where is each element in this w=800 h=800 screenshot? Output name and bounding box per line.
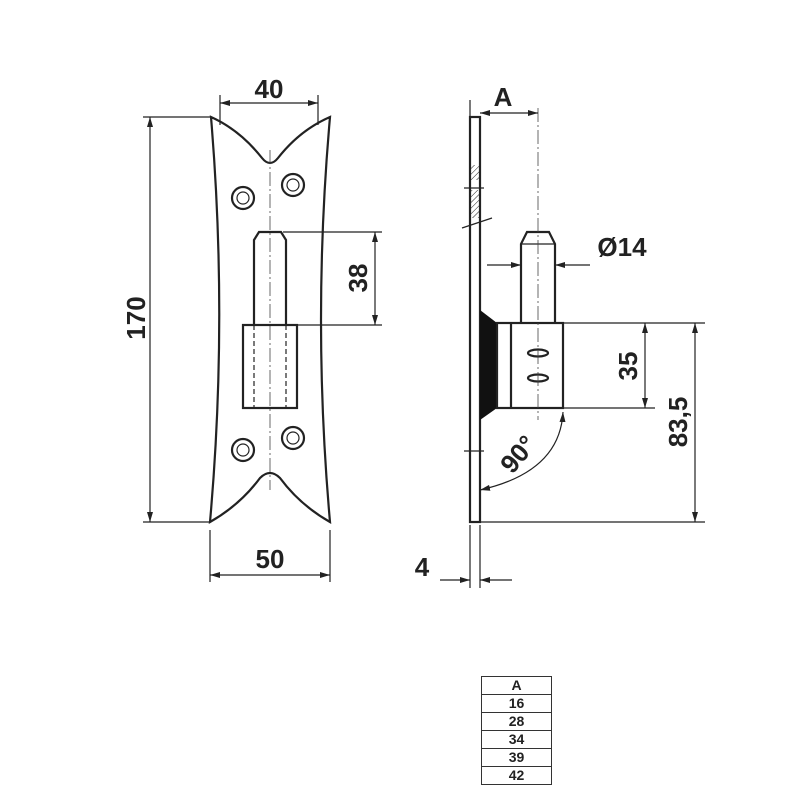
table-cell: 28 <box>481 712 552 731</box>
table-header: A <box>481 676 552 695</box>
weld <box>480 310 497 420</box>
dim-pin-length: 38 <box>343 264 373 293</box>
dim-angle: 90° <box>494 430 542 479</box>
dim-height: 170 <box>121 296 151 339</box>
side-view <box>461 108 565 524</box>
dim-bottom-width: 50 <box>256 544 285 574</box>
side-dimensions: A Ø14 35 83,5 4 90° <box>415 82 705 588</box>
dim-thickness: 4 <box>415 552 430 582</box>
dim-bush-height: 35 <box>613 352 643 381</box>
table-cell: 39 <box>481 748 552 767</box>
dim-top-width: 40 <box>255 74 284 104</box>
screw-hole <box>230 185 256 211</box>
pin <box>252 230 288 325</box>
screw-hole <box>280 172 306 198</box>
table-cell: 42 <box>481 766 552 785</box>
screw-hole <box>230 437 256 463</box>
dim-offset-a: A <box>494 82 513 112</box>
table-cell: 34 <box>481 730 552 749</box>
dim-pin-diameter: Ø14 <box>597 232 647 262</box>
front-view <box>208 115 332 524</box>
front-dimensions: 40 50 170 38 <box>121 74 382 582</box>
size-table: A 16 28 34 39 42 <box>481 676 552 785</box>
bush-side <box>495 321 565 410</box>
table-cell: 16 <box>481 694 552 713</box>
dim-bush-position: 83,5 <box>663 397 693 448</box>
screw-hole <box>280 425 306 451</box>
bush <box>241 323 299 410</box>
screw-holes <box>230 172 306 463</box>
mounting-plate-outline <box>208 115 332 524</box>
